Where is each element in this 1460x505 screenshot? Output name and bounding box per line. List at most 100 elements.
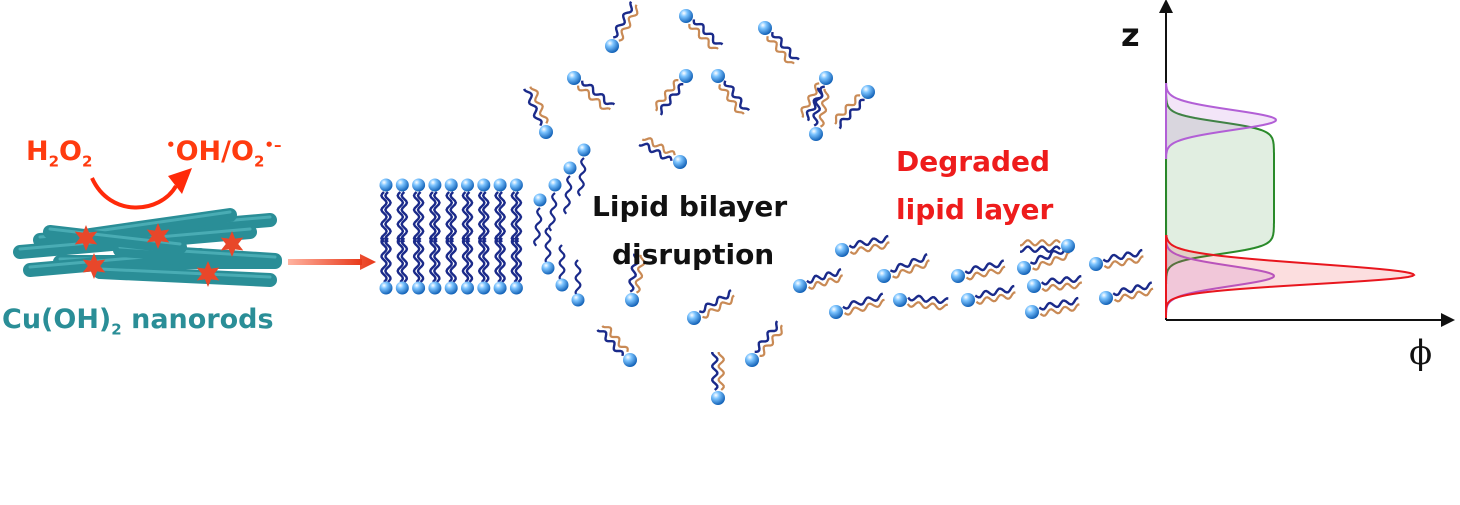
lipid-head xyxy=(477,281,491,295)
degraded-lipid-head xyxy=(1089,257,1103,271)
degraded-lipid-tail xyxy=(974,284,1015,299)
degraded-lipid-tail xyxy=(1038,296,1079,311)
disrupted-lipid-tail xyxy=(659,83,684,116)
disrupted-lipid-head xyxy=(605,39,619,53)
disrupted-lipid-head xyxy=(758,21,772,35)
lipid-head xyxy=(444,281,458,295)
disrupted-lipid-head xyxy=(711,69,725,83)
lipid-head xyxy=(541,261,555,275)
degraded-lipid-tail xyxy=(848,234,889,249)
lipid-head xyxy=(428,281,442,295)
lipid-tail xyxy=(416,191,425,243)
disrupted-lipid-tail xyxy=(612,0,634,39)
product-label: •OH/O2•– xyxy=(166,136,282,170)
lipid-tail xyxy=(445,237,454,283)
disrupted-lipid-head xyxy=(745,353,759,367)
degraded-lipid-tail xyxy=(1113,287,1154,303)
degraded-lipid-tail xyxy=(849,241,890,255)
lipid-head xyxy=(412,281,426,295)
lipid-tail xyxy=(510,191,519,243)
degraded-lipid-head xyxy=(877,269,891,283)
disrupted-lipid-head xyxy=(819,71,833,85)
disrupted-lipid-tail xyxy=(692,19,724,46)
phi-axis-label: ϕ xyxy=(1409,333,1433,373)
degraded-lipid-head xyxy=(835,243,849,257)
lipid-head xyxy=(533,193,547,207)
lipid-tail xyxy=(384,191,392,243)
lipid-tail xyxy=(449,237,458,283)
reaction-arrow-head xyxy=(168,168,192,194)
lipid-head xyxy=(548,178,562,192)
lipid-tail xyxy=(481,237,490,283)
disrupted-lipid-head xyxy=(625,293,639,307)
lipid-tail xyxy=(514,191,523,243)
lipid-tail xyxy=(465,237,474,283)
lipid-tail xyxy=(396,237,405,283)
nanorod-highlight xyxy=(98,267,272,279)
degraded-lipid-tail xyxy=(842,292,884,310)
disrupted-lipid-tail xyxy=(818,88,830,128)
degraded-lipid-head xyxy=(961,293,975,307)
disrupted-lipid-head xyxy=(623,353,637,367)
degraded-lipid-tail xyxy=(1020,245,1061,253)
disrupted-lipid-tail xyxy=(577,85,611,111)
lipid-tail xyxy=(498,237,506,283)
disrupted-lipid-tail xyxy=(698,289,732,314)
lipid-tail xyxy=(533,207,543,247)
lipid-tail xyxy=(498,191,507,243)
headgroup-density-curve-top xyxy=(1165,83,1278,159)
lipid-tail xyxy=(544,227,552,265)
lipid-tail xyxy=(449,191,458,243)
disrupted-lipid-tail xyxy=(838,98,865,130)
lipid-head xyxy=(395,281,409,295)
lipid-head xyxy=(493,281,507,295)
lipid-tail xyxy=(574,259,582,297)
degraded-lipid-tail xyxy=(807,274,843,290)
lipid-tail xyxy=(432,191,441,243)
ros-star-icon xyxy=(82,253,106,279)
degraded-lipid-head xyxy=(1025,305,1039,319)
disrupted-lipid-head xyxy=(567,71,581,85)
degraded-lipid-head xyxy=(1099,291,1113,305)
degraded-lipid-tail xyxy=(1103,255,1144,269)
disrupted-lipid-tail xyxy=(618,4,639,42)
nanorod xyxy=(113,243,282,267)
lipid-tail xyxy=(548,192,558,232)
disrupted-lipid-tail xyxy=(711,352,719,391)
disrupted-lipid-tail xyxy=(759,324,783,357)
disrupted-lipid-head xyxy=(679,9,693,23)
degraded-lipid-head xyxy=(951,269,965,283)
degraded-lipid-tail xyxy=(1029,245,1068,265)
ros-star-icon xyxy=(146,223,170,249)
lipid-head xyxy=(461,178,474,192)
reactant-label: H2O2 xyxy=(26,136,92,170)
lipid-head xyxy=(571,293,585,307)
disrupted-lipid-tail xyxy=(702,294,735,319)
disrupted-lipid-tail xyxy=(523,88,543,127)
disrupted-lipid-tail xyxy=(723,80,751,112)
lipid-tail xyxy=(481,191,490,243)
lipid-head xyxy=(509,281,523,295)
ros-star-icon xyxy=(196,261,220,287)
lipid-head xyxy=(493,178,507,192)
degraded-lipid-tail xyxy=(1041,281,1083,292)
disrupted-lipid-tail xyxy=(754,320,779,353)
degraded-lipid-head xyxy=(893,293,907,307)
lipid-tail xyxy=(380,191,388,243)
disrupted-lipids xyxy=(523,0,875,405)
degraded-lipid-tail xyxy=(907,294,949,305)
degraded-lipid-tail xyxy=(1040,275,1082,286)
lipid-tail xyxy=(461,191,470,243)
lipid-head xyxy=(444,178,458,192)
lipid-tail xyxy=(563,175,573,215)
nanorod xyxy=(83,208,237,242)
degraded-layer-density-curve xyxy=(1165,235,1416,318)
lipid-tail xyxy=(494,191,503,243)
lipid-head xyxy=(461,281,474,295)
lipid-head xyxy=(563,161,577,175)
product-text: •OH/O2•– xyxy=(166,136,282,171)
degraded-lipid-head xyxy=(793,279,807,293)
z-axis-label: z xyxy=(1121,16,1140,54)
disrupted-lipid-tail xyxy=(601,325,629,353)
